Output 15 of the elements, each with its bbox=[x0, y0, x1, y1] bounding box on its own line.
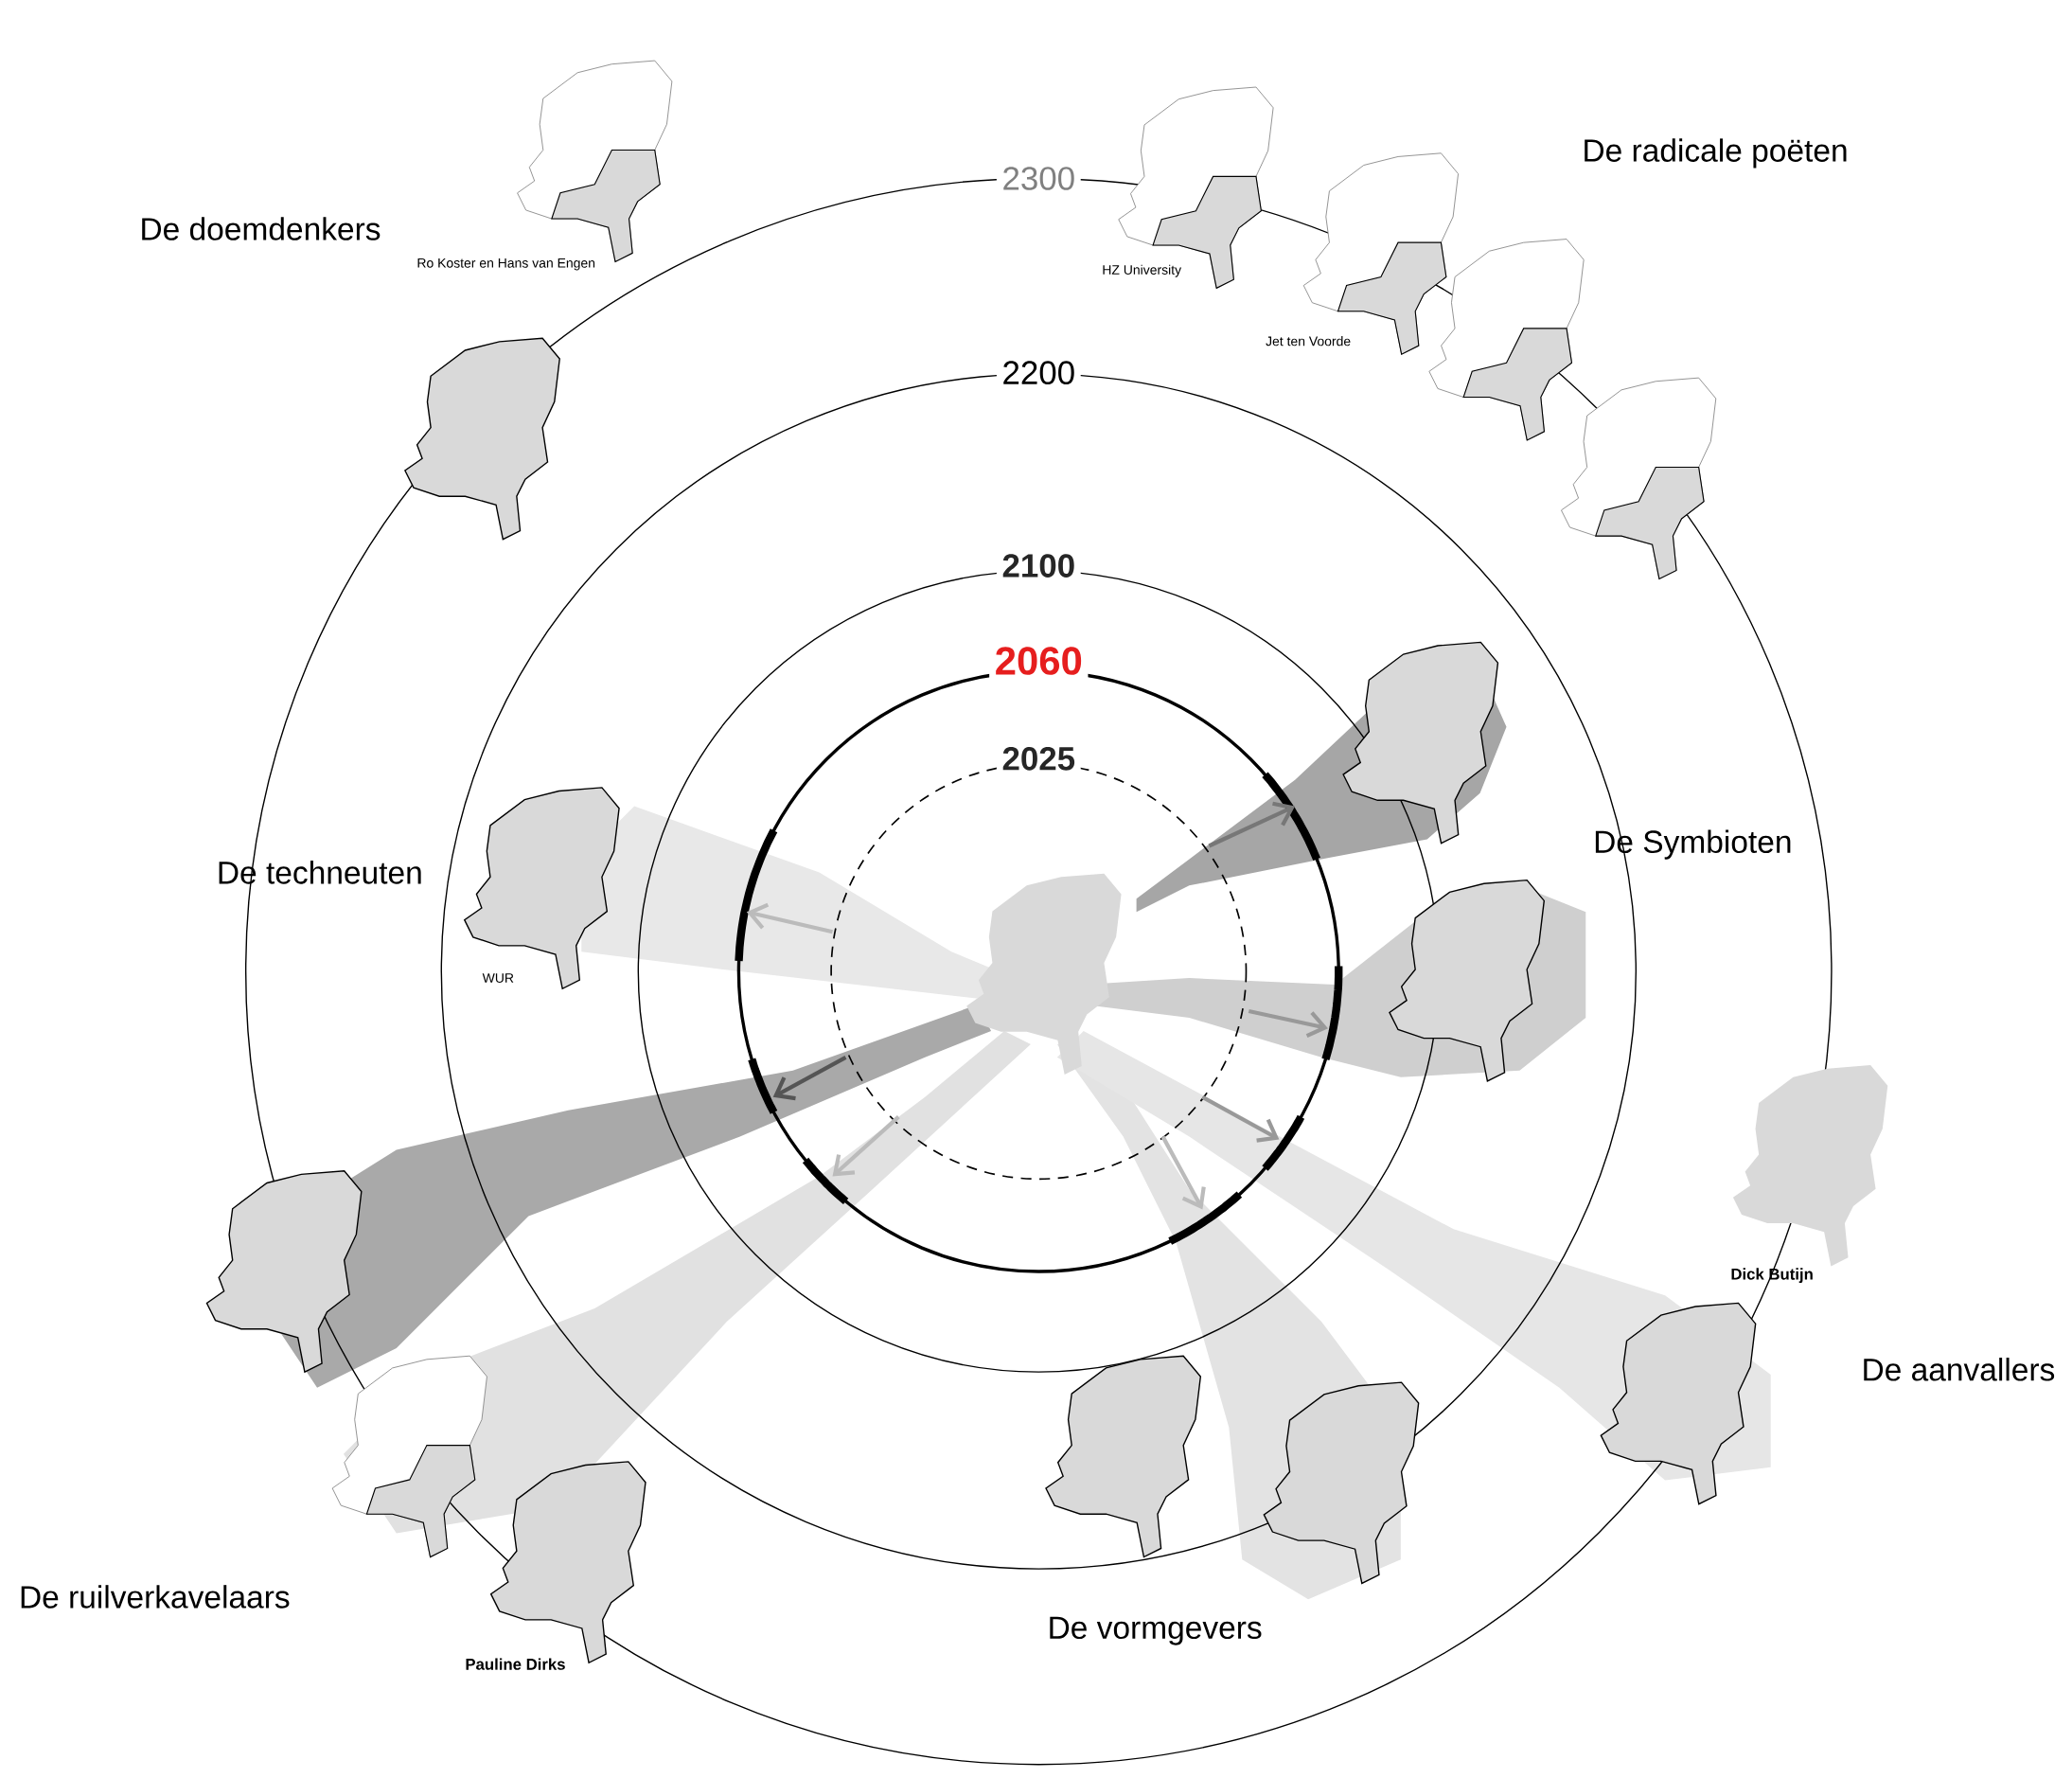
year-label: 2100 bbox=[996, 548, 1081, 583]
year-label: 2060 bbox=[989, 641, 1089, 681]
group-label: De radicale poëten bbox=[1585, 138, 1847, 169]
year-label: 2300 bbox=[996, 161, 1081, 196]
group-label: De aanvallers bbox=[1864, 1358, 2055, 1381]
author-caption: Jet ten Voorde bbox=[1266, 336, 1351, 347]
year-label: 2025 bbox=[996, 741, 1081, 776]
author-caption: WUR bbox=[482, 973, 514, 984]
group-label: De doemdenkers bbox=[142, 217, 381, 240]
author-caption: Ro Koster en Hans van Engen bbox=[417, 258, 595, 271]
author-caption: Pauline Dirks bbox=[466, 1658, 565, 1670]
group-label: De vormgevers bbox=[1050, 1616, 1262, 1645]
group-label: De ruilverkavelaars bbox=[21, 1585, 290, 1609]
author-caption: HZ University bbox=[1103, 264, 1182, 277]
year-label: 2200 bbox=[996, 355, 1081, 390]
